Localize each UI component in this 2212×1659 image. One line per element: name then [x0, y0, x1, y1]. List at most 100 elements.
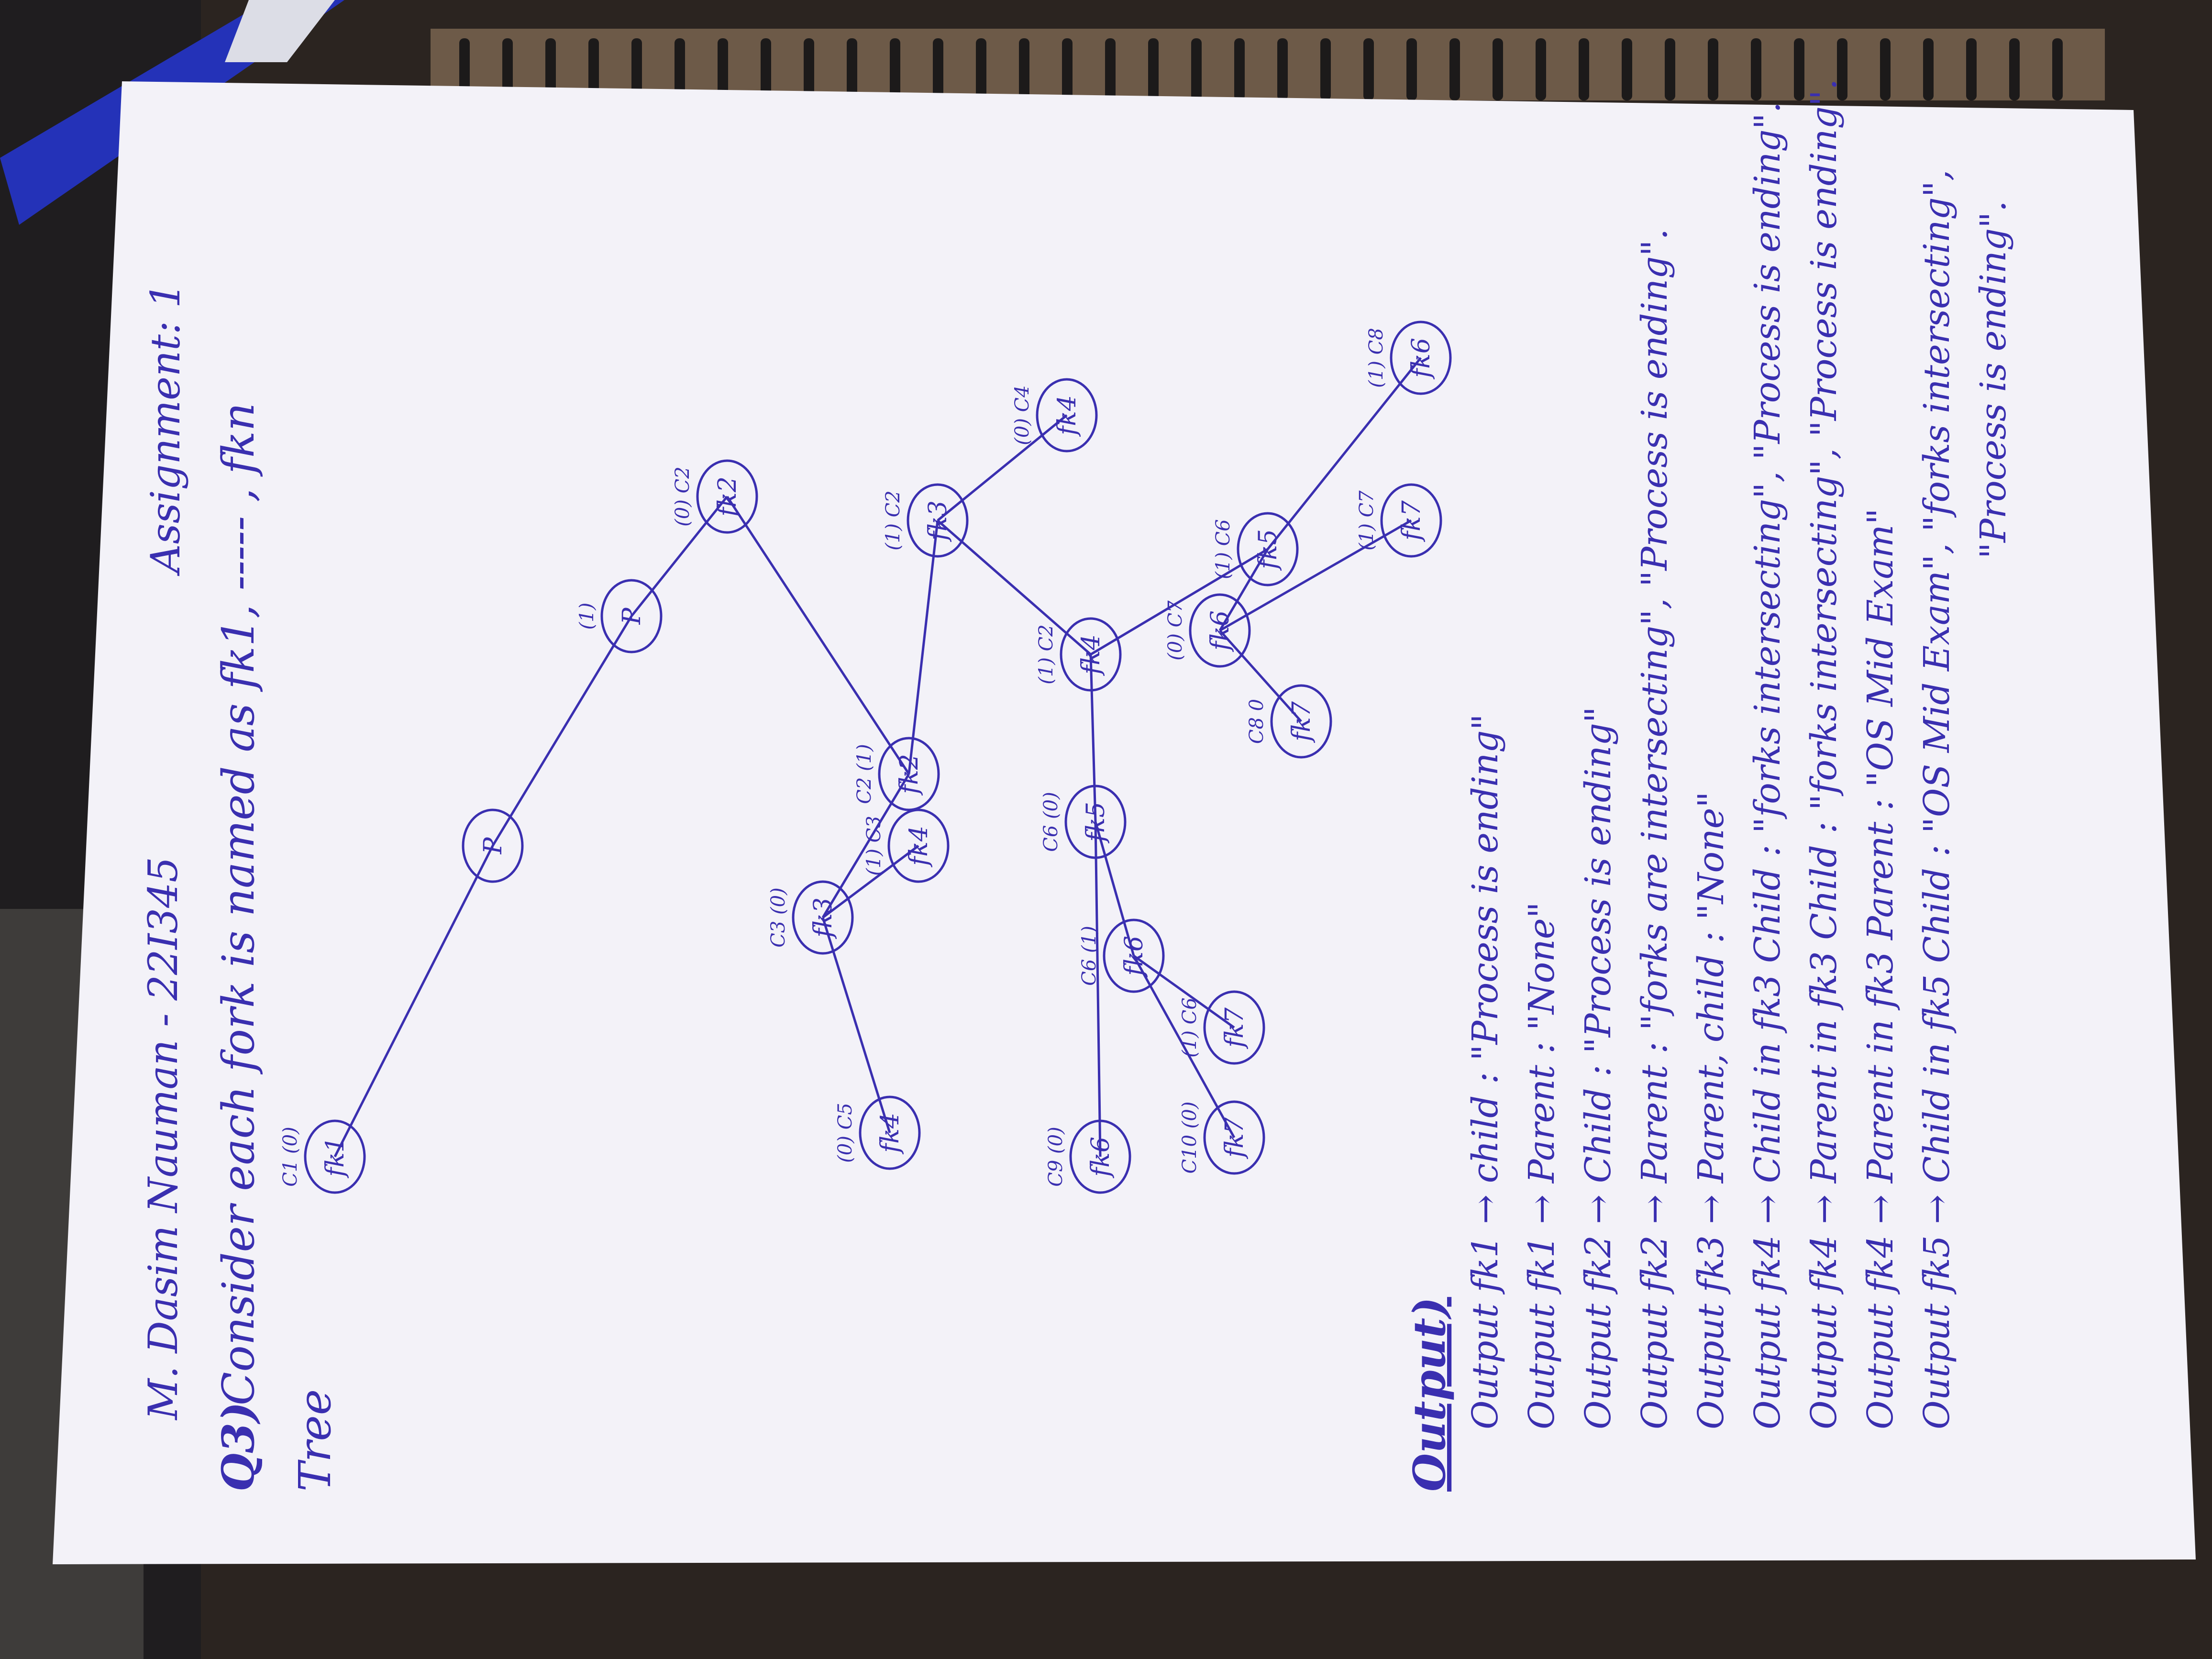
spiral-ring — [1880, 38, 1891, 100]
tree-node-note: C10 (0) — [1179, 1102, 1201, 1174]
tree-node-circle — [304, 1119, 366, 1194]
spiral-ring — [1708, 38, 1718, 100]
output-heading: Output) — [1404, 1297, 1455, 1492]
tree-node-note: C2 (1) — [853, 744, 875, 804]
tree-node-label: fk4 — [876, 1113, 905, 1155]
tree-node: fk4(0) C5 — [834, 1095, 921, 1170]
spiral-ring — [1579, 38, 1589, 100]
question-number: Q3) — [212, 1402, 264, 1492]
output-line: Output fk1 → child : "Process is ending" — [1465, 714, 1506, 1429]
tree-node: fk1 C1 (0) — [279, 1119, 366, 1194]
tree-node: fk7 (1) C7 — [1356, 483, 1442, 558]
tree-node-circle — [878, 737, 940, 811]
tree-node-circle — [907, 483, 969, 558]
tree-node: fk6 (0) C7 — [1164, 593, 1251, 668]
spiral-ring — [1148, 38, 1159, 100]
tree-node-label: fk3 — [924, 500, 952, 542]
tree-edge — [1094, 821, 1135, 956]
tree-node-label: fk5 — [1082, 802, 1110, 844]
tree-node-label: fk1 — [321, 1137, 350, 1179]
spiral-ring — [1493, 38, 1503, 100]
spiral-ring — [718, 38, 728, 100]
tree-node-label: fk7 — [1397, 500, 1426, 542]
tree-node-circle — [792, 880, 854, 955]
tree-node-circle — [1060, 617, 1122, 692]
tree-node-label: fk7 — [1220, 1117, 1249, 1160]
tree-node-circle — [1380, 483, 1442, 558]
tree-edge — [491, 615, 633, 847]
spiral-ring — [588, 38, 599, 100]
tree-node: fk7 C10 (0) — [1179, 1100, 1265, 1175]
tree-node: fk4 (1) C2 — [1035, 617, 1122, 692]
tree-node-label: fk6 — [1407, 338, 1436, 380]
tree-edge — [822, 845, 919, 918]
output-line: Output fk3 → Parent, child : "None" — [1691, 791, 1732, 1429]
spiral-ring — [1062, 38, 1073, 100]
spiral-ring — [1751, 38, 1761, 100]
tree-edge — [630, 496, 728, 617]
tree-node-circle — [1270, 684, 1332, 759]
tree-node-note: (1) C2 — [1035, 624, 1057, 684]
tree-node-circle — [1203, 1100, 1265, 1175]
spiral-ring — [1449, 38, 1460, 100]
tree-node: fk3 (1) C2 — [882, 483, 969, 558]
tree-label: Tree — [289, 1389, 341, 1492]
tree-node-note: C6 (1) — [1078, 926, 1100, 985]
tree-node-note: (1) C6 — [1212, 519, 1234, 579]
tree-node-note: C6 (0) — [1040, 792, 1062, 852]
tree-edge — [1219, 630, 1302, 722]
notebook-binding — [431, 29, 2105, 100]
tree-node-label: fk2 — [713, 476, 742, 519]
spiral-ring — [976, 38, 986, 100]
tree-edge — [937, 520, 1092, 655]
tree-edge — [1218, 548, 1269, 631]
spiral-ring — [1191, 38, 1202, 100]
tree-node-note: (1) C2 — [882, 490, 904, 550]
tree-edge — [821, 917, 891, 1133]
author-name: M. Dasim Nauman - 22I345 — [140, 857, 187, 1421]
tree-node-label: fk4 — [1077, 634, 1106, 676]
spiral-ring — [2052, 38, 2063, 100]
spiral-ring — [1234, 38, 1245, 100]
tree-edge — [1090, 548, 1269, 656]
tree-node-label: fk6 — [1086, 1137, 1115, 1179]
tree-edge — [1089, 654, 1097, 822]
tree-edge — [333, 845, 494, 1158]
spiral-ring — [804, 38, 814, 100]
tree-node-note: (0) C7 — [1164, 600, 1186, 661]
spiral-ring — [1794, 38, 1804, 100]
output-line: Output fk4 → Child in fk3 Child : "forks… — [1747, 102, 1788, 1429]
spiral-ring — [1923, 38, 1934, 100]
tree-edge — [1219, 519, 1412, 632]
tree-node-note: C1 (0) — [279, 1127, 301, 1186]
output-line: Output fk2 → Child : "Process is ending" — [1578, 707, 1619, 1429]
tree-edge — [821, 773, 910, 918]
tree-node-circle — [859, 1095, 921, 1170]
tree-node-circle — [1103, 918, 1165, 993]
tree-node-note: (1) C3 — [863, 816, 885, 875]
tree-node-circle — [887, 808, 950, 883]
tree-node-circle — [1064, 785, 1127, 859]
tree-node-note: (1) — [576, 603, 598, 630]
tree-node-note: (0) C2 — [672, 466, 694, 526]
tree-node: fk6(1) C8 — [1365, 321, 1452, 395]
tree-edge — [1267, 357, 1422, 550]
spiral-ring — [1622, 38, 1632, 100]
tree-node-label: fk5 — [1254, 529, 1283, 571]
output-line: Output fk5 → Child in fk5 Child : "OS Mi… — [1916, 170, 1958, 1429]
tree-node-label: P — [618, 608, 646, 625]
tree-node-circle — [1189, 593, 1251, 668]
tree-node-note: (1) C7 — [1356, 490, 1378, 551]
tree-node-note: C3 (0) — [767, 887, 789, 947]
tree-node-note: (0) C4 — [1011, 385, 1033, 445]
tree-node-note: C9 (0) — [1045, 1127, 1067, 1186]
tree-node-label: fk6 — [1206, 610, 1235, 653]
tree-node-label: fk4 — [1053, 395, 1082, 437]
tree-node-note: (1) C6 — [1179, 997, 1201, 1057]
tree-edge — [726, 496, 910, 775]
tree-node: fk6 C9 (0) — [1045, 1119, 1131, 1194]
spiral-ring — [1536, 38, 1546, 100]
output-lines: Output fk1 → child : "Process is ending"… — [1465, 79, 2014, 1429]
